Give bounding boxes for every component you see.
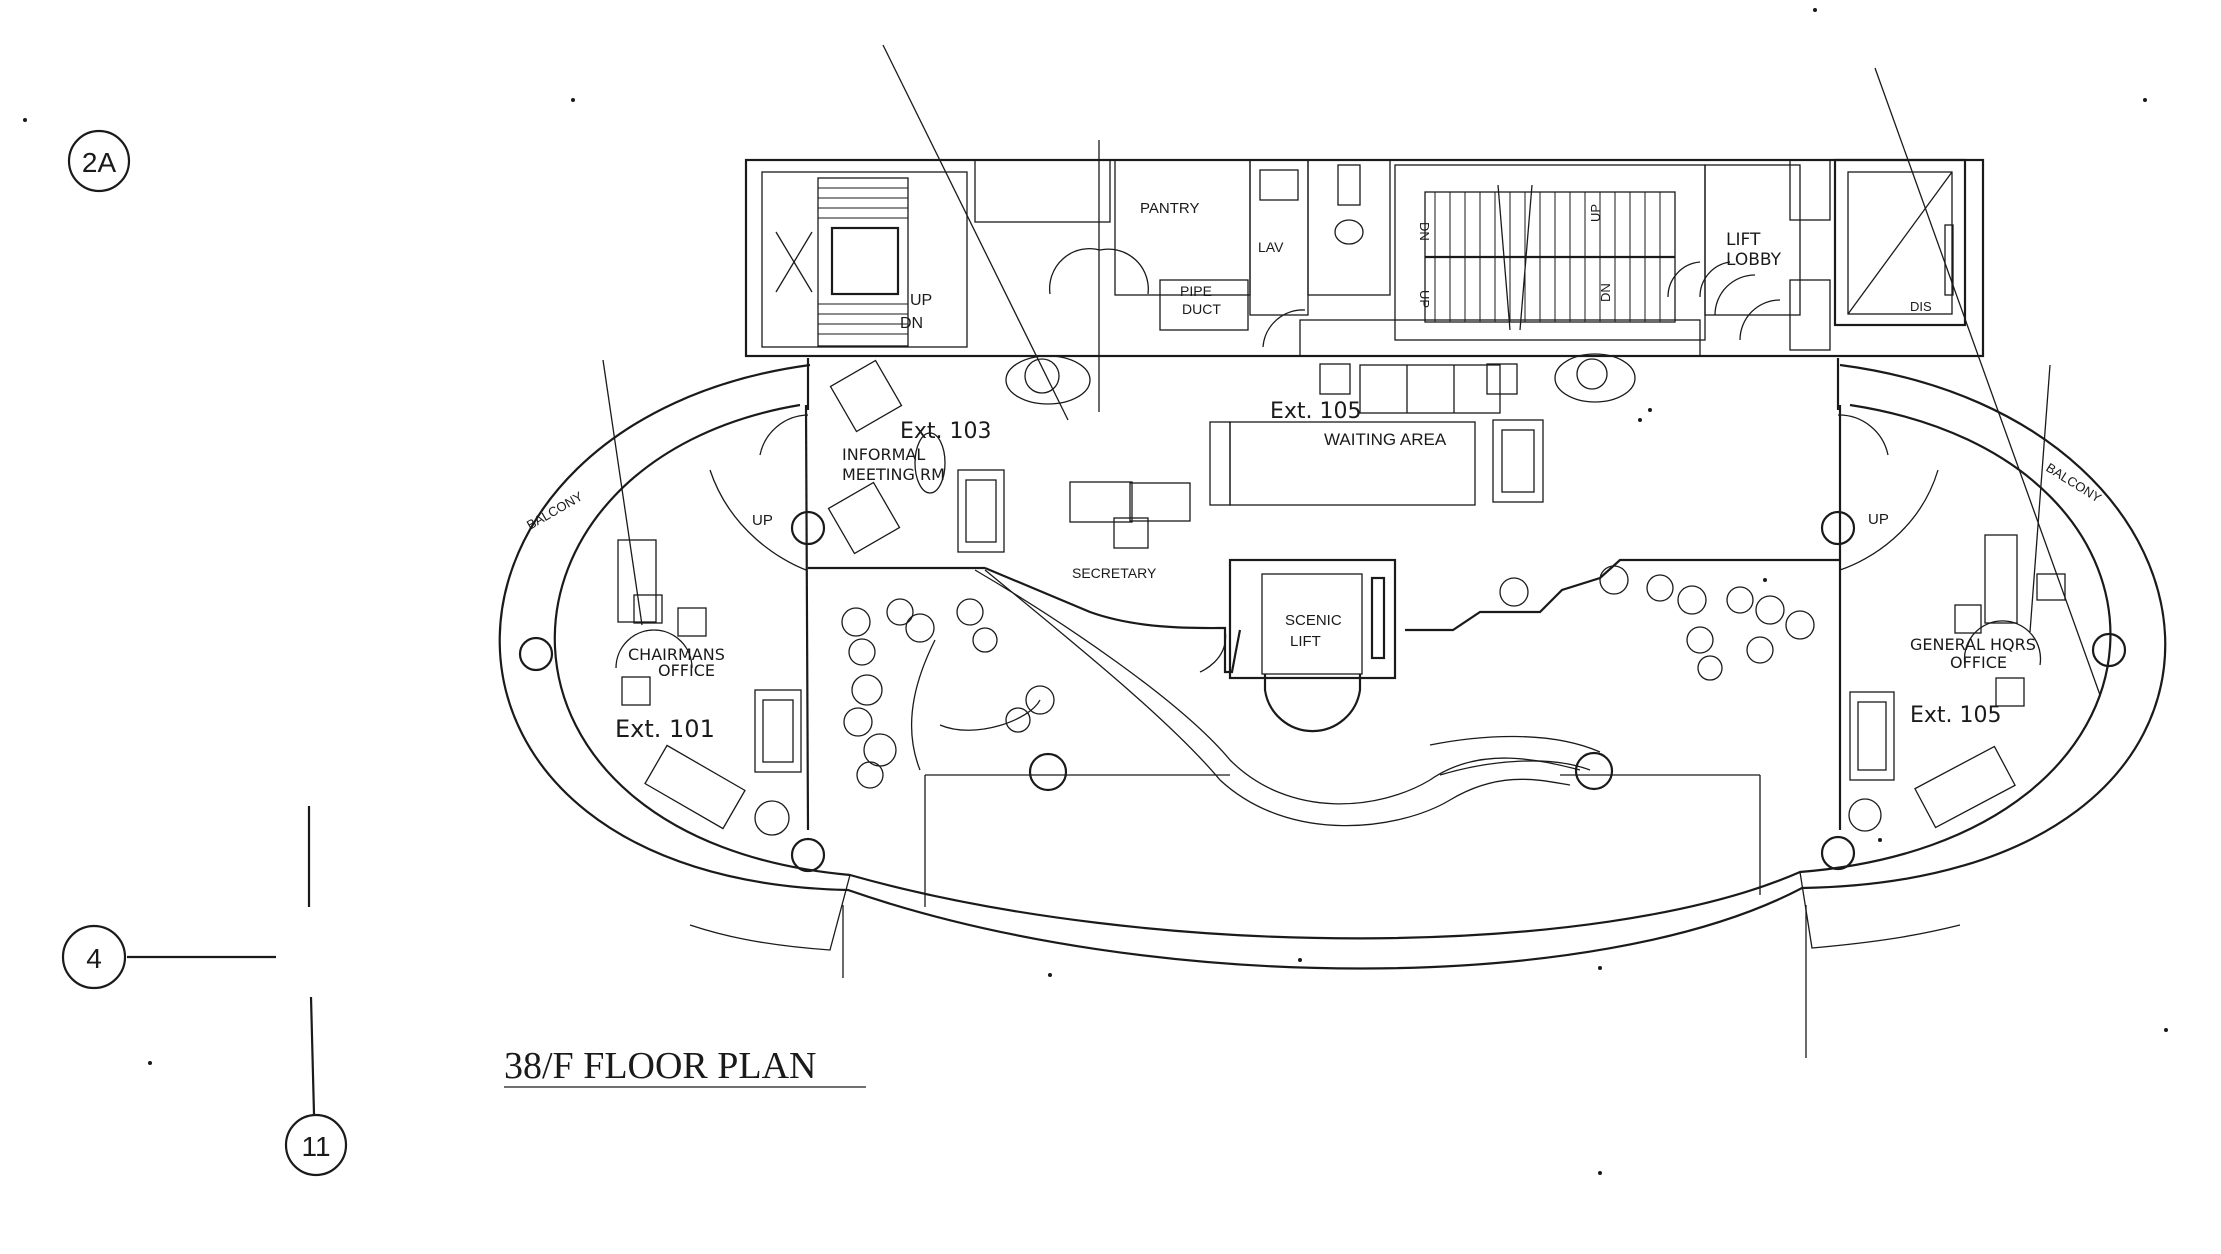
middle-stair-dn-label-1: DN xyxy=(1417,222,1432,241)
interior-partitions xyxy=(709,358,1939,831)
secretary-label: SECRETARY xyxy=(1072,565,1157,581)
marker-4-label: 4 xyxy=(86,943,102,974)
pipe-label: PIPE xyxy=(1180,283,1212,299)
lav-label: LAV xyxy=(1258,239,1284,255)
lift-lobby-label-2: LOBBY xyxy=(1726,250,1782,270)
drawing-specks xyxy=(23,8,2168,1175)
lift-lobby-label-1: LIFT xyxy=(1726,230,1761,250)
general-office-label-1: GENERAL HQRS xyxy=(1910,635,2036,654)
balcony-left-label: BALCONY xyxy=(524,488,586,532)
general-office-label-2: OFFICE xyxy=(1950,653,2007,672)
waiting-area-label: WAITING AREA xyxy=(1324,430,1447,449)
room-labels: PANTRY PIPE DUCT LAV LIFT LOBBY DIS INFO… xyxy=(524,200,2104,743)
middle-stair-up-label-1: UP xyxy=(1588,204,1603,222)
scenic-lift-label-2: LIFT xyxy=(1290,633,1321,650)
drawing-title: 38/F FLOOR PLAN xyxy=(504,1045,866,1088)
general-stair-up-label: UP xyxy=(1868,511,1889,528)
reference-marker-4: 4 xyxy=(61,924,276,990)
section-lines xyxy=(602,44,2101,1058)
service-lift xyxy=(1833,158,1967,327)
scenic-lift-label-1: SCENIC xyxy=(1285,612,1342,629)
left-stair-dn-label: DN xyxy=(900,315,923,332)
left-stair xyxy=(775,177,909,347)
middle-stair-up-label-2: UP xyxy=(1417,290,1432,308)
columns xyxy=(518,510,2127,873)
reference-marker-11: 11 xyxy=(284,806,348,1177)
marker-2a-label: 2A xyxy=(82,147,117,178)
service-core xyxy=(744,158,1985,358)
drawing-title-text: 38/F FLOOR PLAN xyxy=(504,1045,817,1087)
middle-stair-dn-label-2: DN xyxy=(1598,283,1613,302)
chairman-office-label-2: OFFICE xyxy=(658,661,715,680)
furniture xyxy=(615,353,2066,836)
general-extension-label: Ext. 105 xyxy=(1910,703,2002,728)
building-envelope xyxy=(498,363,2167,970)
scenic-lift xyxy=(1228,558,1397,733)
meeting-room-label-1: INFORMAL xyxy=(842,445,925,464)
chairman-office-label-1: CHAIRMANS xyxy=(628,645,725,664)
chairman-stair-up-label: UP xyxy=(752,512,773,529)
dis-label: DIS xyxy=(1910,299,1932,314)
planting xyxy=(841,565,1815,789)
left-stair-up-label: UP xyxy=(910,292,932,309)
duct-label: DUCT xyxy=(1182,301,1221,317)
marker-11-label: 11 xyxy=(301,1131,330,1162)
reference-marker-2a: 2A xyxy=(67,129,131,193)
meeting-room-label-2: MEETING RM xyxy=(842,465,945,484)
garden-path xyxy=(911,569,1761,907)
middle-stair xyxy=(1394,164,1706,341)
meeting-extension-label: Ext. 103 xyxy=(900,419,992,444)
chairman-extension-label: Ext. 101 xyxy=(615,715,715,743)
waiting-extension-label: Ext. 105 xyxy=(1270,399,1362,424)
pantry-label: PANTRY xyxy=(1140,200,1199,217)
